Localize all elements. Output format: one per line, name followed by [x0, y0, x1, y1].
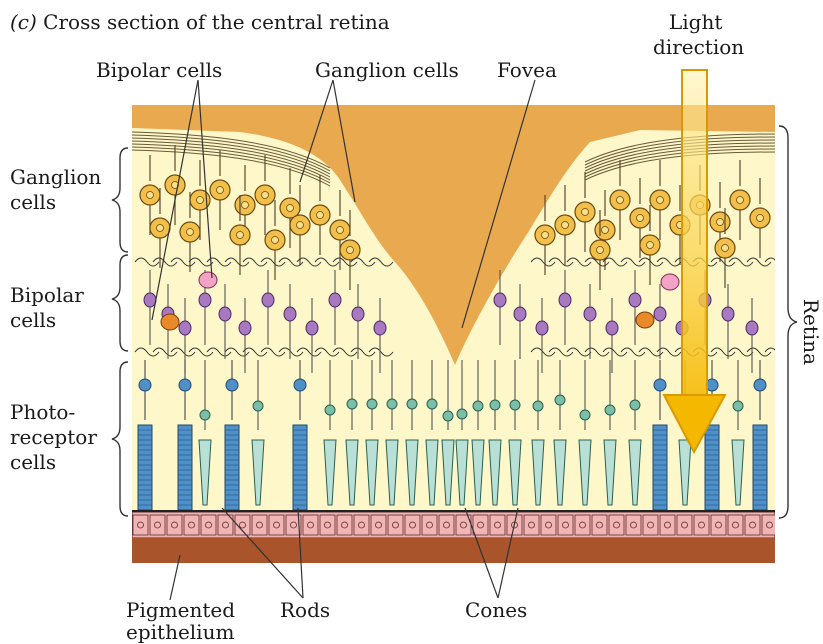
- label-bipolar-cells-top: Bipolar cells: [96, 58, 222, 82]
- label-ganglion-left-2: cells: [10, 190, 56, 214]
- cone-nucleus: [490, 400, 500, 410]
- label-retina: Retina: [799, 299, 823, 365]
- rod-nucleus: [654, 379, 666, 391]
- rod-nucleus: [754, 379, 766, 391]
- bipolar-cell: [219, 307, 231, 321]
- amacrine-cell: [199, 272, 217, 288]
- rod-outer-segment: [705, 425, 719, 510]
- cone-nucleus: [427, 399, 437, 409]
- rod-outer-segment: [138, 425, 152, 510]
- bipolar-cell: [262, 293, 274, 307]
- label-epithelium: epithelium: [126, 620, 234, 644]
- cone-nucleus: [253, 401, 263, 411]
- label-rods: Rods: [280, 598, 330, 622]
- bipolar-cell: [144, 293, 156, 307]
- label-fovea: Fovea: [497, 58, 557, 82]
- rod-nucleus: [179, 379, 191, 391]
- bipolar-cell: [722, 307, 734, 321]
- horizontal-cell: [161, 314, 179, 330]
- label-bipolar-left-2: cells: [10, 308, 56, 332]
- retina-brace-icon: [779, 126, 797, 518]
- bipolar-cell: [284, 307, 296, 321]
- bipolar-cell: [629, 293, 641, 307]
- rod-nucleus: [294, 379, 306, 391]
- bipolar-cell: [306, 321, 318, 335]
- label-photo-left-3: cells: [10, 450, 56, 474]
- rod-outer-segment: [753, 425, 767, 510]
- bipolar-cell: [199, 293, 211, 307]
- cone-nucleus: [630, 400, 640, 410]
- rod-outer-segment: [178, 425, 192, 510]
- cone-nucleus: [533, 401, 543, 411]
- bipolar-cell: [494, 293, 506, 307]
- label-ganglion-left-1: Ganglion: [10, 165, 101, 189]
- cone-nucleus: [457, 409, 467, 419]
- cone-nucleus: [367, 399, 377, 409]
- rod-nucleus: [139, 379, 151, 391]
- cone-nucleus: [555, 395, 565, 405]
- rod-outer-segment: [653, 425, 667, 510]
- rod-nucleus: [226, 379, 238, 391]
- bipolar-cell: [374, 321, 386, 335]
- bipolar-cell: [606, 321, 618, 335]
- rod-outer-segment: [225, 425, 239, 510]
- cone-nucleus: [605, 405, 615, 415]
- bipolar-cell: [179, 321, 191, 335]
- bipolar-cell: [584, 307, 596, 321]
- label-light: Light: [669, 10, 722, 34]
- amacrine-cell: [661, 274, 679, 290]
- label-direction: direction: [653, 35, 744, 59]
- label-ganglion-cells-top: Ganglion cells: [315, 58, 459, 82]
- bipolar-cell: [329, 293, 341, 307]
- label-pigmented: Pigmented: [126, 598, 235, 622]
- cone-nucleus: [473, 401, 483, 411]
- left-braces: [112, 148, 128, 516]
- label-photo-left-2: receptor: [10, 425, 97, 449]
- horizontal-cell: [636, 312, 654, 328]
- cone-nucleus: [733, 401, 743, 411]
- choroid-layer: [132, 538, 775, 563]
- cone-nucleus: [407, 399, 417, 409]
- cone-nucleus: [510, 400, 520, 410]
- cone-nucleus: [387, 399, 397, 409]
- cone-nucleus: [580, 410, 590, 420]
- bipolar-cell: [352, 307, 364, 321]
- label-bipolar-left-1: Bipolar: [10, 283, 84, 307]
- cone-nucleus: [347, 399, 357, 409]
- bipolar-cell: [514, 307, 526, 321]
- cone-nucleus: [325, 405, 335, 415]
- bipolar-cell: [746, 321, 758, 335]
- bipolar-cell: [239, 321, 251, 335]
- label-cones: Cones: [465, 598, 527, 622]
- cone-nucleus: [200, 410, 210, 420]
- bipolar-cell: [654, 307, 666, 321]
- label-photo-left-1: Photo-: [10, 400, 75, 424]
- rod-outer-segment: [293, 425, 307, 510]
- cone-nucleus: [443, 411, 453, 421]
- bipolar-cell: [536, 321, 548, 335]
- bipolar-cell: [559, 293, 571, 307]
